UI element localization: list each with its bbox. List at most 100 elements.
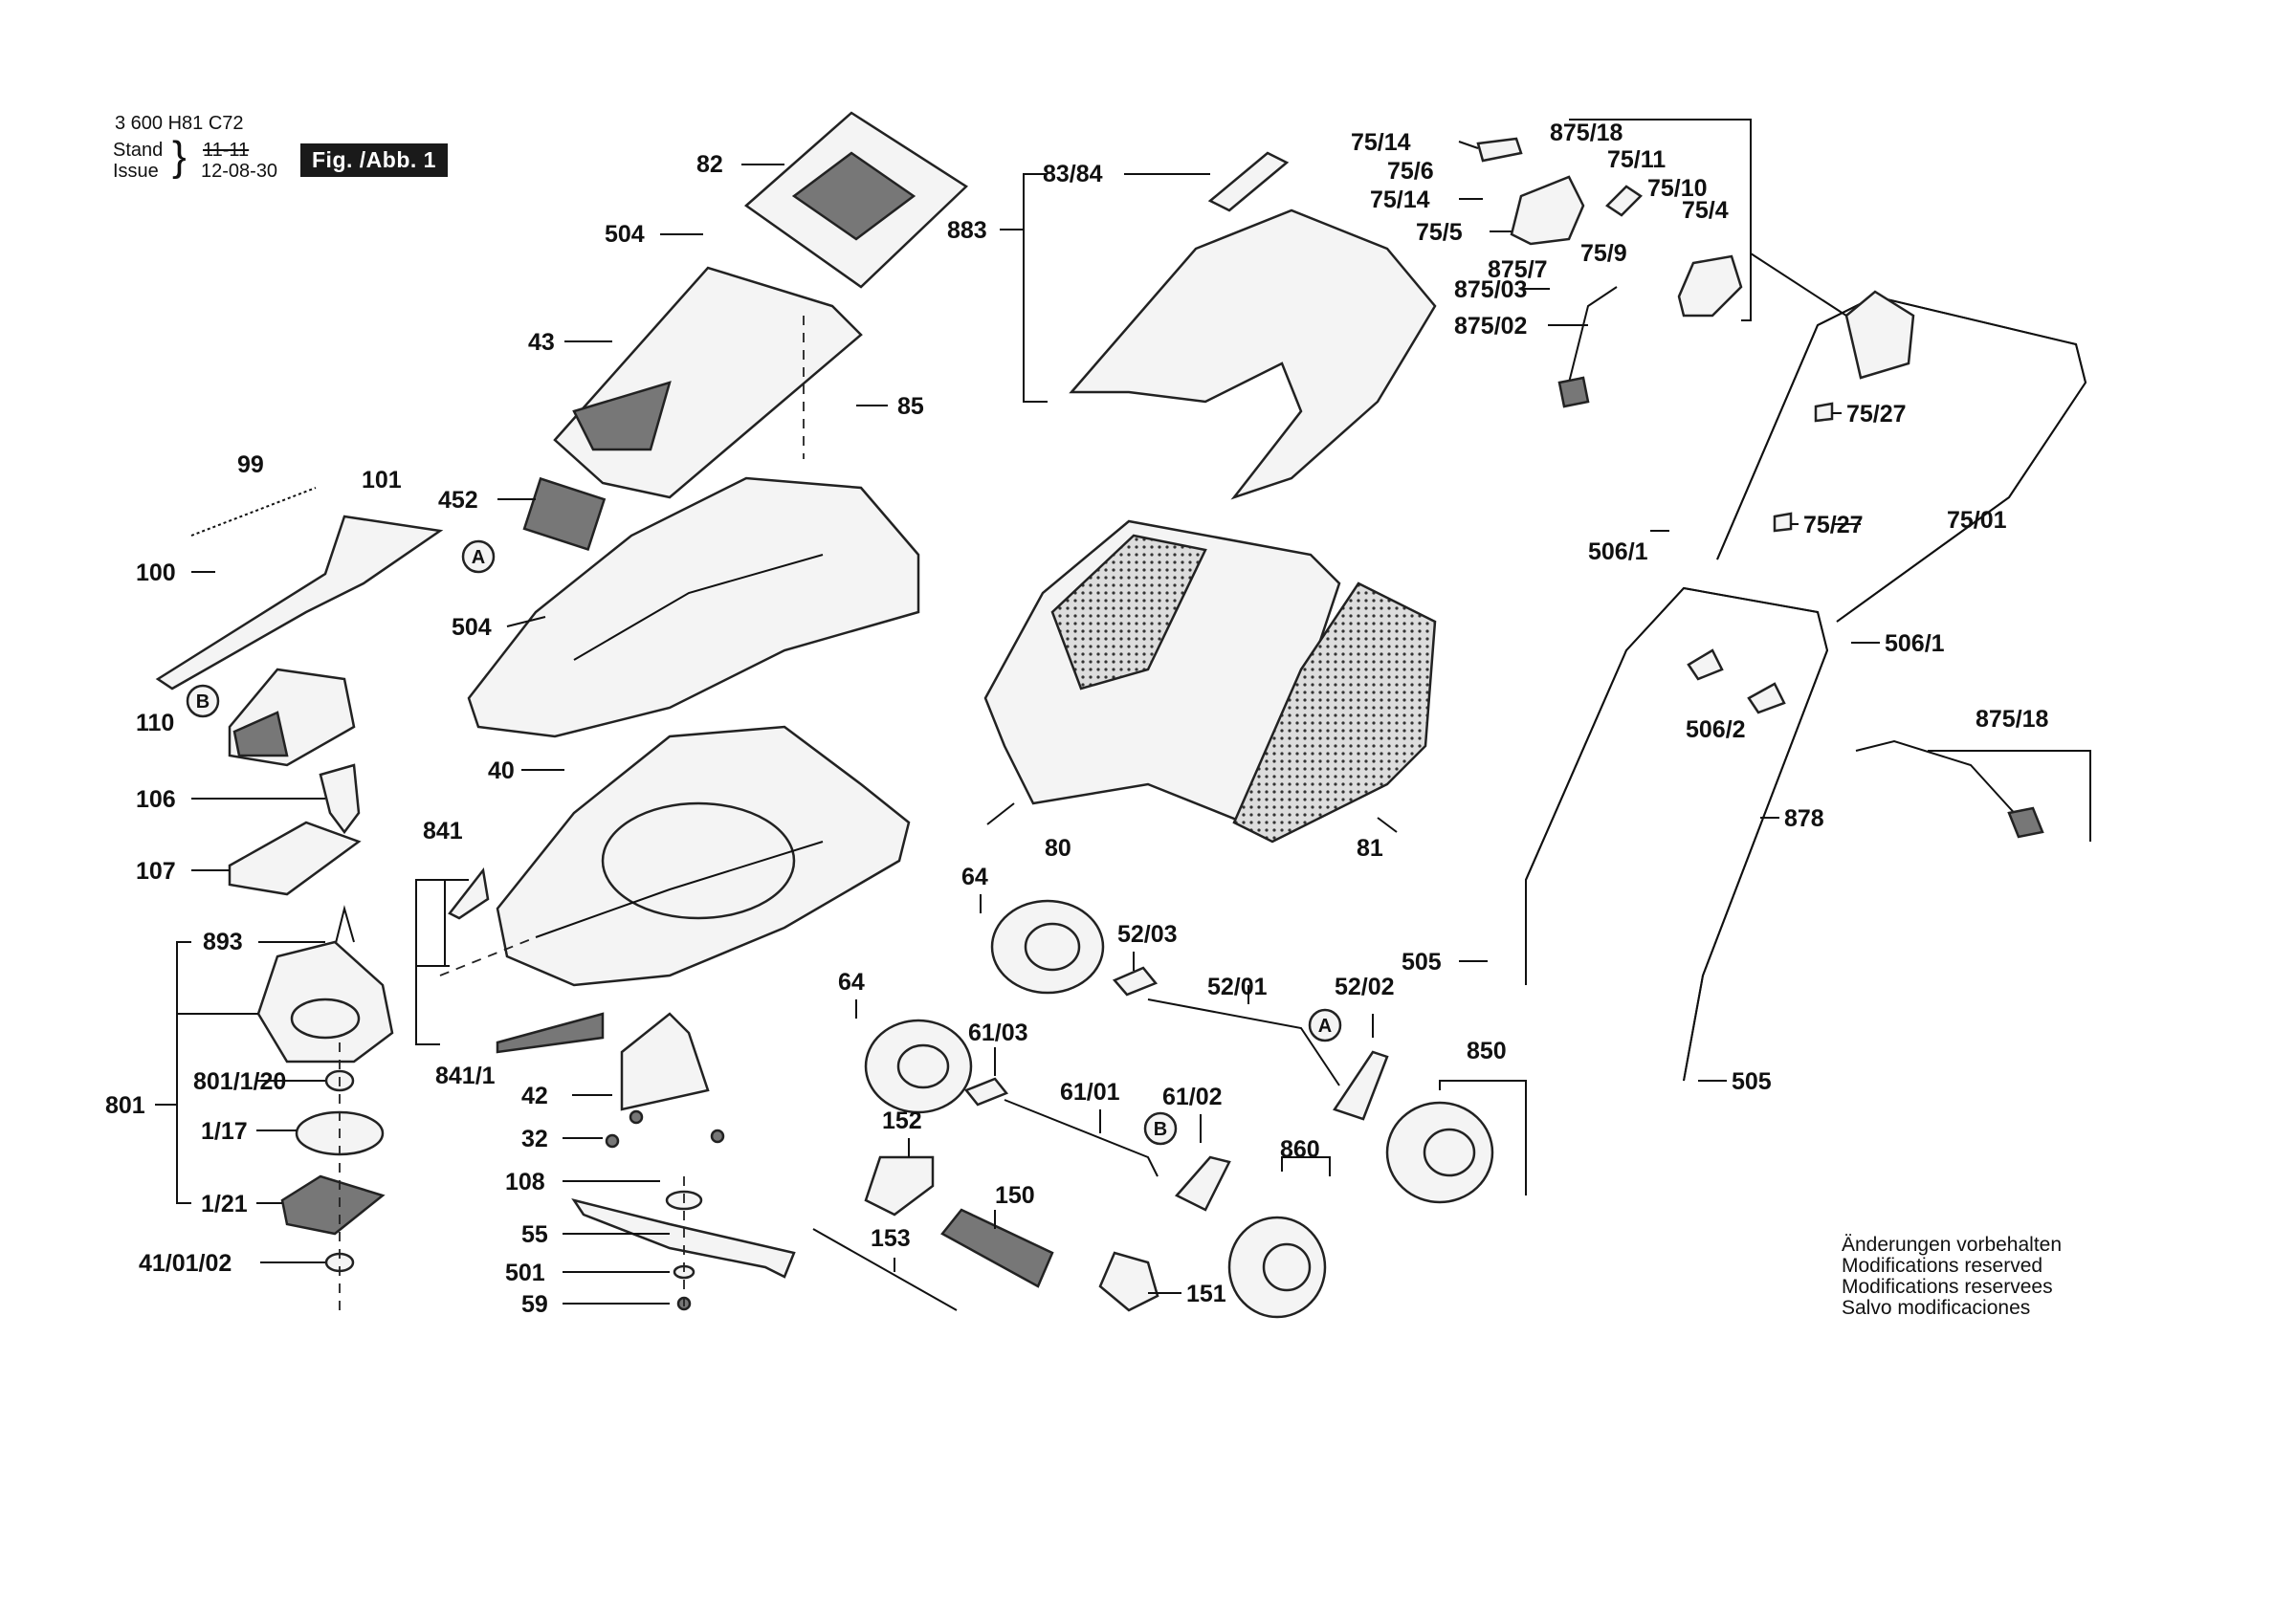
part-label: 893 <box>203 929 243 955</box>
part-bracket-106 <box>319 763 361 835</box>
callout-circle-b: B <box>186 684 220 718</box>
part-label: 841 <box>423 818 463 844</box>
part-label: 82 <box>696 151 723 178</box>
part-label: 501 <box>505 1260 545 1286</box>
part-flap-841-1 <box>496 1012 605 1054</box>
part-label: 75/27 <box>1846 401 1907 428</box>
brace-glyph: } <box>172 133 187 180</box>
part-lever-52-02 <box>1333 1050 1389 1121</box>
issue-label: Issue <box>113 161 159 182</box>
part-housing-75-5 <box>1510 175 1585 246</box>
part-lever-101 <box>155 515 444 691</box>
svg-text:B: B <box>196 691 210 713</box>
callout-circle-a: A <box>461 539 496 574</box>
part-roller-150 <box>940 1208 1054 1288</box>
part-label: 40 <box>488 757 515 784</box>
part-label: 875/7 <box>1488 256 1548 283</box>
part-wheel-860 <box>1227 1216 1327 1319</box>
part-label: 1/17 <box>201 1118 248 1145</box>
part-label: 75/9 <box>1580 240 1627 267</box>
part-label: 505 <box>1732 1068 1772 1095</box>
part-clamp-506-2 <box>1687 648 1724 681</box>
part-label: 151 <box>1186 1281 1226 1307</box>
part-axle-61-01 <box>1004 1099 1159 1177</box>
note-line: Änderungen vorbehalten <box>1842 1234 2063 1256</box>
part-plug-875-02 <box>1557 376 1590 408</box>
part-tray-107 <box>228 821 362 896</box>
part-label: 42 <box>521 1083 548 1109</box>
part-blade-55 <box>571 1198 796 1279</box>
part-label: 61/03 <box>968 1020 1028 1046</box>
part-label: 43 <box>528 329 555 356</box>
part-bag-frame-80-mesh <box>1050 534 1207 691</box>
part-bush-52-03 <box>1112 966 1159 997</box>
issue-value: 12-08-30 <box>201 161 278 182</box>
part-label: 64 <box>838 969 865 996</box>
part-label: 80 <box>1045 835 1071 862</box>
part-deck <box>496 725 911 987</box>
part-label: 801 <box>105 1092 145 1119</box>
svg-text:A: A <box>1318 1016 1332 1037</box>
part-endcap-151 <box>1098 1251 1159 1312</box>
part-axle-52-01 <box>1147 998 1340 1086</box>
part-label: 81 <box>1357 835 1383 862</box>
part-label: 75/14 <box>1351 129 1411 156</box>
part-label: 875/18 <box>1550 120 1623 146</box>
part-label: 1/21 <box>201 1191 248 1217</box>
bracket-lines <box>155 119 2091 1204</box>
part-bracket-152 <box>864 1155 935 1217</box>
part-handle-switch-housing <box>1844 290 1915 380</box>
part-label: 878 <box>1784 805 1824 832</box>
part-cable-875-18 <box>1855 739 2020 819</box>
part-label: 506/1 <box>1885 630 1945 657</box>
part-cable-893 <box>334 905 355 948</box>
part-screw-32 <box>710 1129 725 1144</box>
part-label: 75/11 <box>1607 146 1666 173</box>
part-label: 860 <box>1280 1136 1320 1163</box>
part-lever-61-02 <box>1174 1155 1231 1212</box>
note-line: Modifications reservees <box>1842 1276 2053 1298</box>
part-deflector-42 <box>620 1012 710 1111</box>
svg-text:B: B <box>1154 1119 1167 1140</box>
part-wheel-850 <box>1385 1101 1494 1204</box>
part-label: 505 <box>1402 949 1442 976</box>
part-label: 75/5 <box>1416 219 1463 246</box>
leader-lines <box>191 141 1880 1305</box>
part-label: 106 <box>136 786 176 813</box>
part-label: 55 <box>521 1221 548 1248</box>
part-label: 801/1/20 <box>193 1068 286 1095</box>
note-line: Salvo modificaciones <box>1842 1297 2031 1319</box>
part-badge-452 <box>522 476 607 552</box>
part-label: 75/6 <box>1387 158 1434 185</box>
part-rod-153 <box>812 1228 958 1311</box>
part-label: 75/10 <box>1647 175 1708 202</box>
part-label: 452 <box>438 487 478 514</box>
part-lower-handle-878 <box>1525 586 1829 1082</box>
part-screw-32 <box>629 1109 644 1125</box>
part-label: 152 <box>882 1108 922 1134</box>
part-label: 52/01 <box>1207 974 1268 1000</box>
stand-value: 11-11 <box>203 140 250 161</box>
part-box-110-face <box>232 711 289 757</box>
part-spring-99 <box>190 487 317 537</box>
part-label: 506/1 <box>1588 538 1648 565</box>
part-cable-875-02 <box>1568 286 1618 384</box>
part-grip-83-84 <box>1207 151 1290 212</box>
part-label: 75/4 <box>1682 197 1729 224</box>
part-label: 110 <box>136 710 174 736</box>
part-label: 875/02 <box>1454 313 1527 340</box>
part-wheel-64-rear <box>864 1019 973 1114</box>
part-label: 108 <box>505 1169 545 1195</box>
part-top-cover-82 <box>743 111 969 289</box>
part-label: 41/01/02 <box>139 1250 232 1277</box>
part-upper-housing-43 <box>553 266 863 499</box>
part-label: 875/18 <box>1976 706 2049 733</box>
part-housing-75-4 <box>1677 254 1743 318</box>
callout-circle-b: B <box>1143 1111 1178 1146</box>
part-label: 75/14 <box>1370 186 1430 213</box>
part-label: 85 <box>897 393 924 420</box>
part-bush-61-03 <box>963 1077 1009 1107</box>
part-label: 99 <box>237 451 264 478</box>
part-nut-75-27 <box>1773 512 1793 533</box>
